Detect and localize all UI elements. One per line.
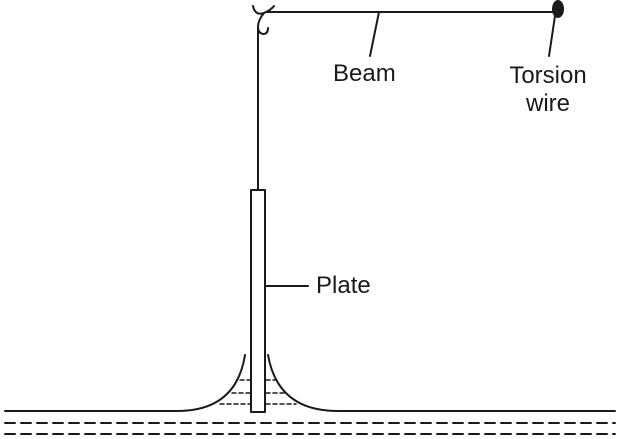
torsion-wire-label-line1: Torsion	[509, 62, 587, 89]
plate-label: Plate	[316, 272, 371, 299]
liquid-surface-left	[4, 354, 246, 413]
torsion-wire-label: Torsion wire	[502, 62, 594, 118]
beam-leader	[369, 11, 380, 57]
hook	[252, 5, 275, 35]
liquid-surface-right	[267, 354, 616, 413]
meniscus-hatch	[219, 379, 297, 405]
torsion-wire-label-line2: wire	[525, 90, 570, 117]
torsion-wire-end	[552, 0, 564, 18]
torsion-wire-leader	[548, 15, 556, 57]
plate	[250, 189, 266, 413]
beam-label: Beam	[333, 60, 396, 87]
